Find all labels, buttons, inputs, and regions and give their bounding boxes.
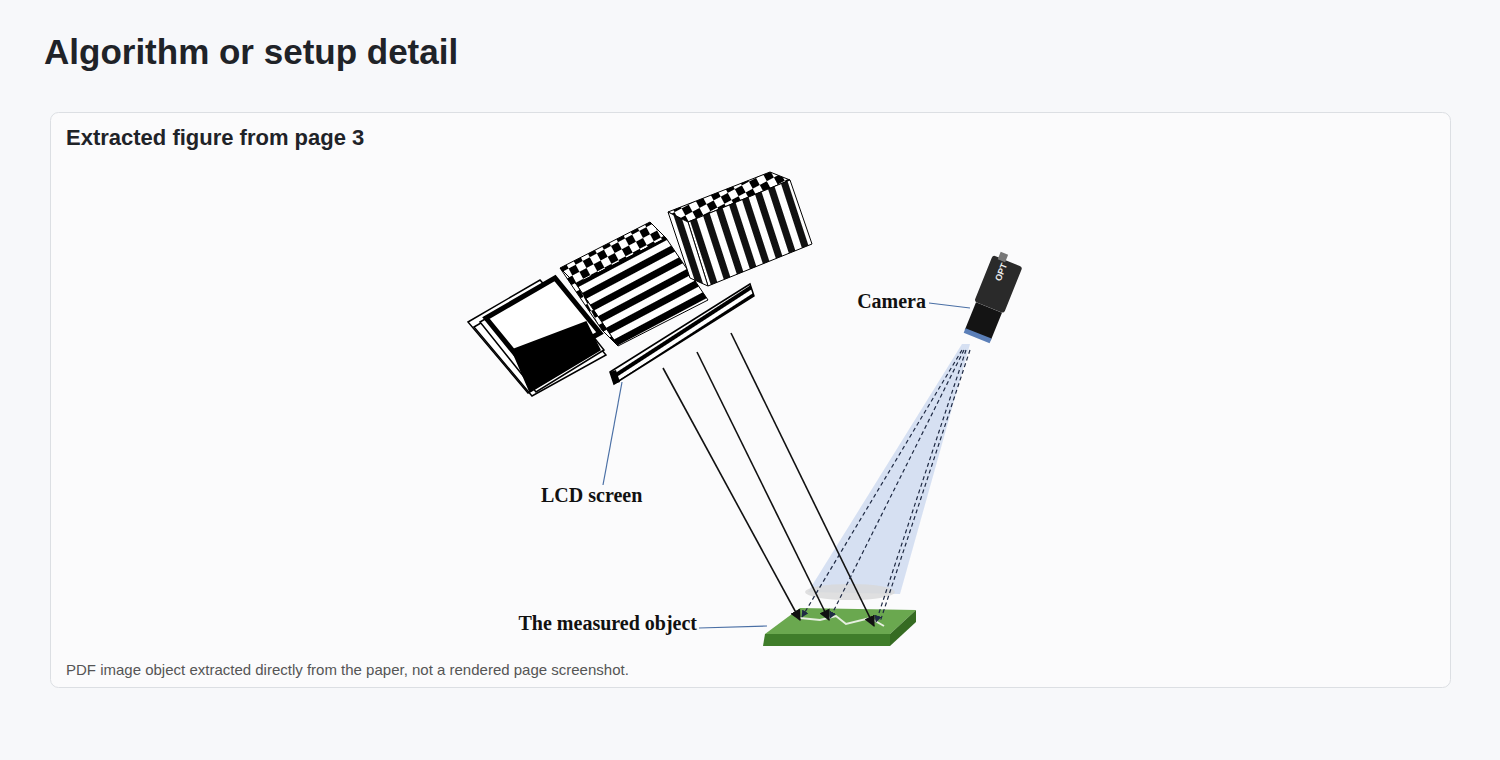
camera-rays [802, 350, 970, 622]
measured-object [763, 608, 916, 646]
card-heading: Extracted figure from page 3 [66, 125, 364, 150]
part-label: LCD screen [541, 484, 642, 507]
projection-rays [663, 333, 874, 626]
leader-line [603, 303, 970, 628]
camera-field-of-view [805, 344, 970, 600]
lcd-screen [610, 284, 754, 384]
camera-body [962, 250, 1025, 345]
figure-card [51, 113, 1451, 688]
vertical-fringe-stack [668, 172, 812, 286]
figure-note: PDF image object extracted directly from… [66, 661, 629, 678]
page-heading: Algorithm or setup detail [44, 32, 458, 72]
part-label: Camera [857, 290, 926, 313]
part-label: The measured object [519, 612, 698, 635]
